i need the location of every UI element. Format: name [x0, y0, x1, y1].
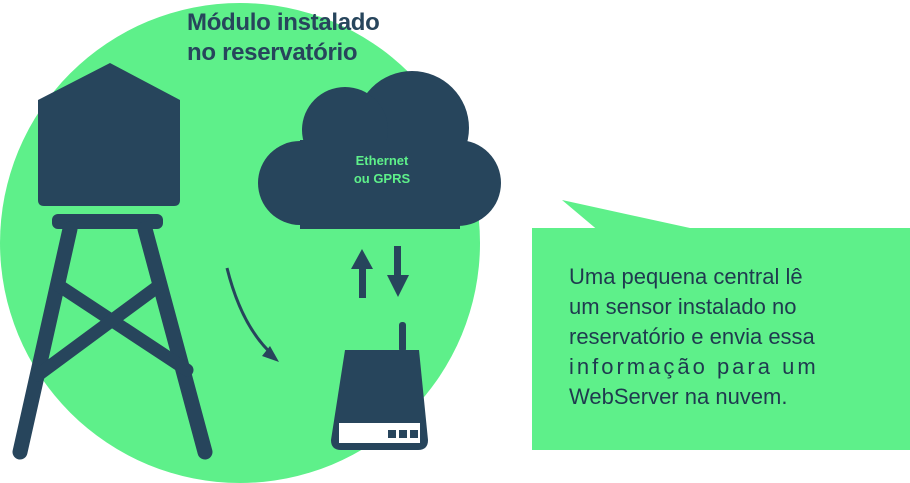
- bubble-line-2: um sensor instalado no: [569, 294, 797, 319]
- bubble-line-1: Uma pequena central lê: [569, 264, 803, 289]
- title-line-1: Módulo instalado: [187, 9, 380, 36]
- bubble-line-3: reservatório e envia essa: [569, 324, 815, 349]
- diagram-title: Módulo instalado no reservatório: [187, 8, 447, 68]
- cloud-label-line-2: ou GPRS: [353, 171, 411, 186]
- curved-arrow-icon: [225, 267, 279, 362]
- bubble-text: Uma pequena central lê um sensor instala…: [569, 262, 869, 412]
- bubble-line-4: informação para um: [569, 354, 819, 379]
- bubble-line-5: WebServer na nuvem.: [569, 384, 788, 409]
- download-arrow-icon: [387, 246, 409, 297]
- speech-bubble: [532, 200, 910, 450]
- water-tower-icon: [12, 63, 213, 460]
- cloud-icon: [258, 71, 501, 229]
- title-line-2: no reservatório: [187, 39, 358, 66]
- upload-arrow-icon: [351, 249, 373, 298]
- cloud-label-line-1: Ethernet: [355, 153, 409, 168]
- cloud-label: Ethernet ou GPRS: [322, 152, 442, 188]
- device-icon: [331, 322, 428, 450]
